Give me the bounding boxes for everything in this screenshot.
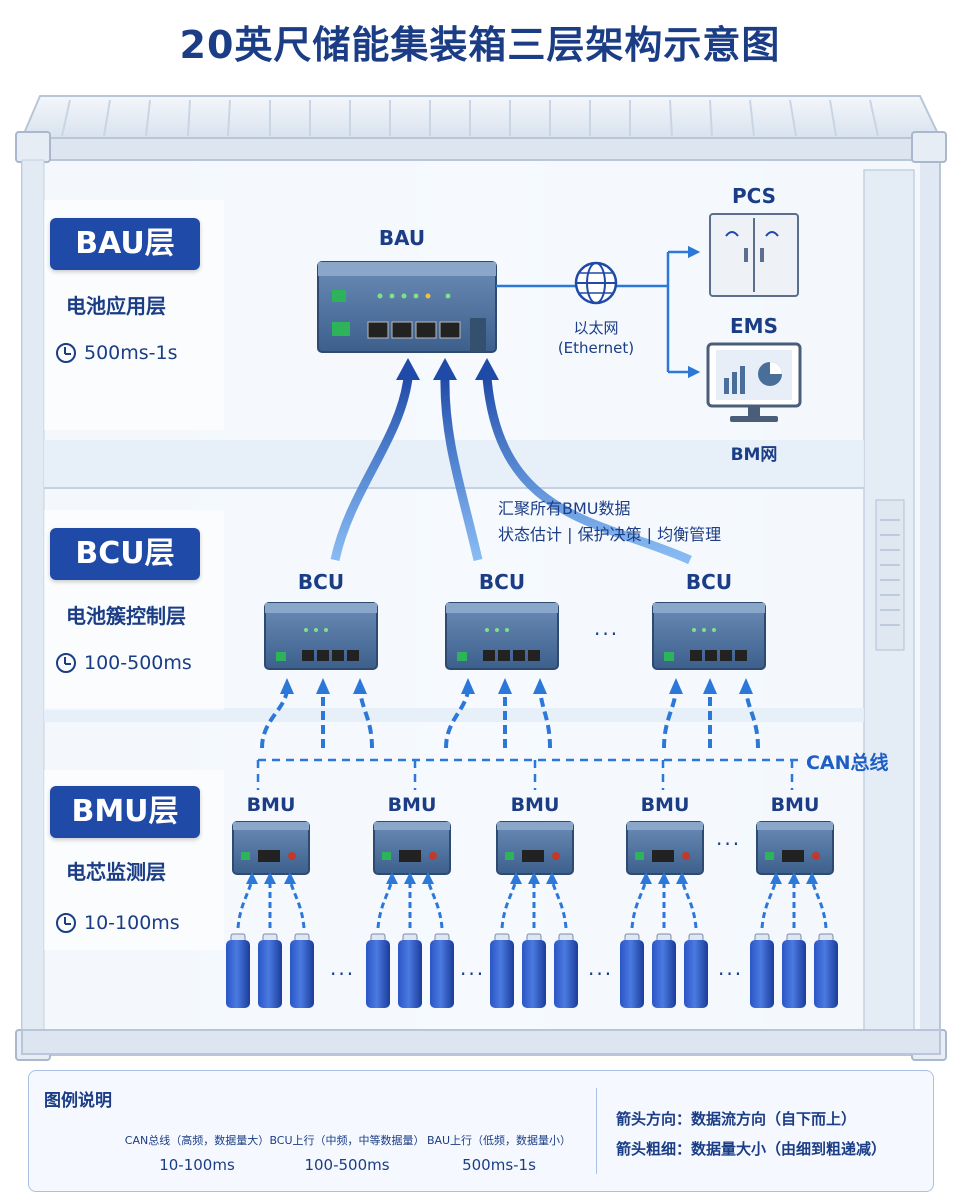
bcu-device-3 — [652, 602, 766, 670]
legend-bcu-caption: BCU上行（中频，中等数据量） — [269, 1134, 425, 1147]
battery-cell — [366, 933, 390, 1008]
battery-ellipsis-3: ··· — [588, 962, 614, 986]
legend-bau-caption: BAU上行（低频，数据量小） — [426, 1134, 572, 1147]
bcu-label-3: BCU — [685, 570, 733, 594]
legend-can-value: 10-100ms — [159, 1156, 235, 1174]
battery-cell — [226, 933, 250, 1008]
legend-bau-value: 500ms-1s — [462, 1156, 536, 1174]
bmu-device-1 — [232, 821, 310, 875]
bmu-layer-timing: 10-100ms — [56, 912, 180, 934]
page-title: 20英尺储能集装箱三层架构示意图 — [179, 23, 781, 67]
battery-cell — [430, 933, 454, 1008]
summary-line-1: 汇聚所有BMU数据 — [498, 499, 631, 518]
bcu-ellipsis: ··· — [594, 622, 620, 646]
bmu-label-1: BMU — [246, 794, 296, 816]
battery-ellipsis-2: ··· — [460, 962, 486, 986]
legend-note-thickness: 箭头粗细：数据量大小（由细到粗递减） — [616, 1140, 887, 1158]
battery-cell — [258, 933, 282, 1008]
bmu-uplink-heads — [246, 872, 818, 884]
ems-monitor-icon — [706, 342, 802, 422]
battery-ellipsis-4: ··· — [718, 962, 744, 986]
bmu-device-2 — [373, 821, 451, 875]
clock-icon — [56, 913, 76, 933]
globe-icon — [574, 261, 618, 305]
battery-cell — [554, 933, 578, 1008]
bmu-ellipsis: ··· — [716, 832, 742, 856]
battery-cell — [684, 933, 708, 1008]
battery-cell — [652, 933, 676, 1008]
bmu-label-5: BMU — [770, 794, 820, 816]
bau-device — [317, 261, 497, 353]
bau-uplink-arrows — [330, 358, 692, 565]
battery-cell — [522, 933, 546, 1008]
pcs-label: PCS — [731, 184, 777, 208]
legend-bcu-value: 100-500ms — [304, 1156, 390, 1174]
bcu-timing-value: 100-500ms — [84, 652, 192, 674]
bcu-label-2: BCU — [478, 570, 526, 594]
bmu-uplink-arrows — [236, 879, 828, 929]
legend-panel — [28, 1070, 934, 1192]
bmu-device-3 — [496, 821, 574, 875]
bmu-devices — [232, 821, 834, 875]
bau-label: BAU — [378, 226, 426, 250]
bmu-label-4: BMU — [640, 794, 690, 816]
bau-layer-timing: 500ms-1s — [56, 342, 178, 364]
bau-timing-value: 500ms-1s — [84, 342, 178, 364]
battery-ellipsis-1: ··· — [330, 962, 356, 986]
battery-cell — [814, 933, 838, 1008]
battery-cell — [782, 933, 806, 1008]
summary-line-2: 状态估计 | 保护决策 | 均衡管理 — [498, 525, 722, 544]
ethernet-label: 以太网 (Ethernet) — [541, 318, 651, 358]
bmu-label-3: BMU — [510, 794, 560, 816]
bmu-device-4 — [626, 821, 704, 875]
battery-cell — [490, 933, 514, 1008]
bcu-summary-note: 汇聚所有BMU数据 状态估计 | 保护决策 | 均衡管理 — [498, 496, 721, 548]
ethernet-label-cn: 以太网 — [573, 319, 619, 337]
battery-cell — [290, 933, 314, 1008]
bmu-layer-subtitle: 电芯监测层 — [66, 860, 166, 884]
bcu-layer-timing: 100-500ms — [56, 652, 192, 674]
legend-divider — [596, 1088, 597, 1174]
can-bus-label: CAN总线 — [806, 752, 889, 774]
legend-can-caption: CAN总线（高频，数据量大） — [124, 1134, 270, 1147]
legend-note-direction: 箭头方向：数据流方向（自下而上） — [616, 1110, 857, 1128]
bmu-label-2: BMU — [387, 794, 437, 816]
bcu-layer-badge: BCU层 — [50, 528, 200, 580]
pcs-cabinet-icon — [709, 213, 799, 297]
bmu-timing-value: 10-100ms — [84, 912, 180, 934]
bcu-uplink-heads — [280, 678, 753, 694]
battery-cells — [226, 933, 838, 1008]
battery-cell — [620, 933, 644, 1008]
clock-icon — [56, 343, 76, 363]
bcu-device-1 — [264, 602, 378, 670]
bau-layer-subtitle: 电池应用层 — [66, 294, 166, 318]
legend-title: 图例说明 — [44, 1091, 112, 1111]
bau-layer-badge: BAU层 — [50, 218, 200, 270]
bcu-layer-subtitle: 电池簇控制层 — [66, 604, 186, 628]
bm-net-label: BM网 — [730, 445, 778, 465]
can-bus-line — [256, 758, 800, 790]
bcu-uplink-arrows — [260, 689, 760, 749]
bcu-device-2 — [445, 602, 559, 670]
ems-label: EMS — [730, 314, 778, 338]
bmu-layer-badge: BMU层 — [50, 786, 200, 838]
battery-cell — [398, 933, 422, 1008]
bmu-device-5 — [756, 821, 834, 875]
ethernet-label-en: (Ethernet) — [557, 339, 635, 357]
battery-cell — [750, 933, 774, 1008]
clock-icon — [56, 653, 76, 673]
bcu-label-1: BCU — [297, 570, 345, 594]
